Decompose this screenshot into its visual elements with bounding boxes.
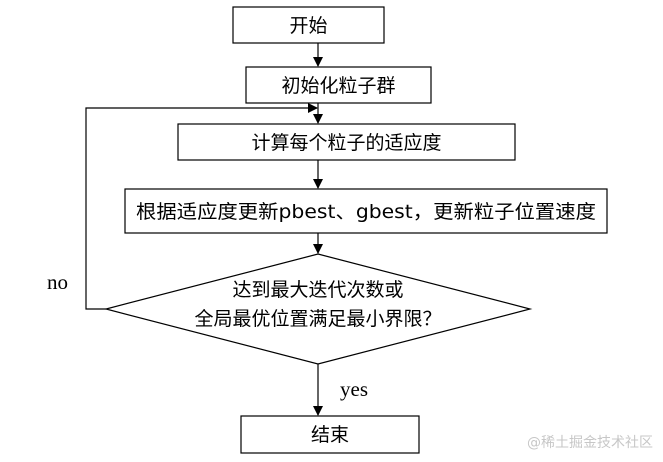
decision-line2: 全局最优位置满足最小界限？ (194, 308, 441, 330)
fitness-label: 计算每个粒子的适应度 (251, 132, 441, 154)
update-box (124, 188, 608, 234)
no-label: no (47, 270, 68, 294)
update-label: 根据适应度更新pbest、gbest，更新粒子位置速度 (136, 201, 596, 223)
fitness-box (177, 123, 516, 161)
watermark: @稀土掘金技术社区 (527, 435, 653, 451)
decision-line1: 达到最大迭代次数或 (232, 279, 403, 301)
start-label: 开始 (289, 15, 327, 37)
init-label: 初始化粒子群 (281, 75, 395, 97)
init-box (245, 66, 432, 104)
start-box (232, 6, 385, 44)
end-label: 结束 (311, 424, 349, 446)
no-loop-line (85, 103, 318, 310)
yes-label: yes (340, 377, 368, 401)
end-box (240, 415, 420, 454)
